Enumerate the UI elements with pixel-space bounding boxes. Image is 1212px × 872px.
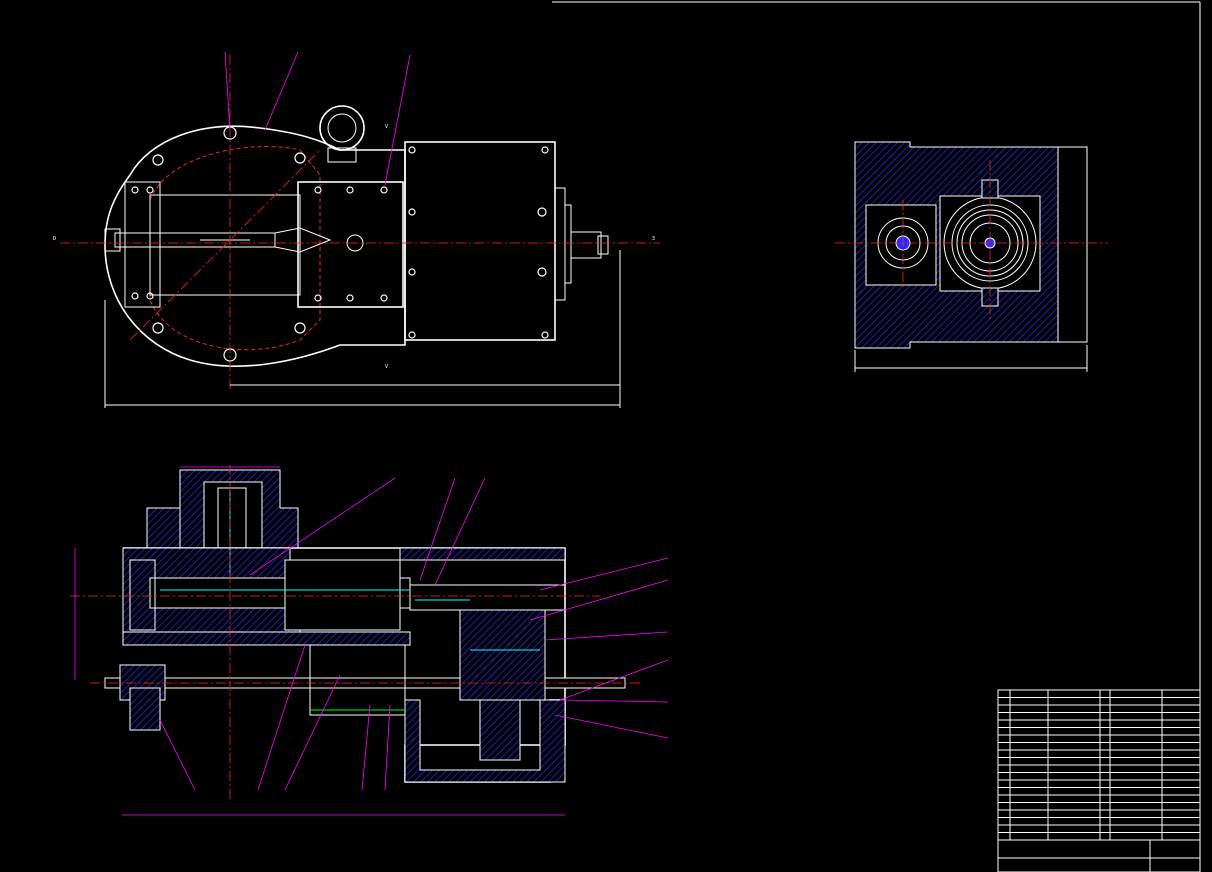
cut-mark-bottom: V [385,364,388,370]
section-label-left: D [53,236,56,242]
cut-mark-top: V [385,124,388,130]
side-view [835,141,1108,372]
drawing-frame [552,1,1201,872]
section-view [70,465,669,816]
top-view: D 3 V V [53,51,660,408]
section-label-right: 3 [652,236,655,242]
title-block [997,689,1201,872]
